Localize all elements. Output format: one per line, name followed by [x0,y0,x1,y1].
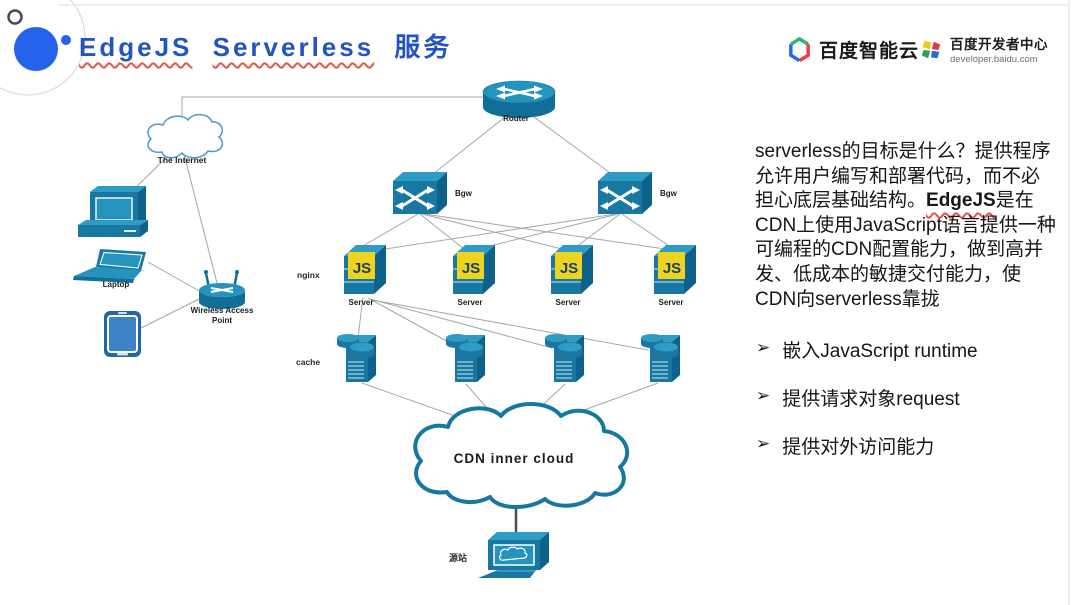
server-label: Server [556,298,581,307]
arrow-bullet-icon: ➢ [756,338,771,357]
js-badge: JS [462,260,480,277]
decorative-ring [7,9,23,25]
paragraph-part2: 是在CDN上使用JavaScript语言提供一种可编程的CDN配置能力，做到高并… [755,190,1056,310]
cache-server-icon [641,334,680,382]
server-label: Server [349,298,374,307]
router-icon: Router [482,80,556,123]
bgw-switch-icon [598,172,652,214]
paragraph-part1: serverless的目标是什么？提供程序允许用户编写和部署代码，而不必担心底层… [755,141,1051,212]
bullet-text: 提供请求对象request [782,389,960,410]
decorative-blue-circle [14,27,58,71]
baidu-dev-brand-url: developer.baidu.com [950,53,1038,65]
js-server-icon: JS Server [551,245,593,307]
server-label: Server [659,298,684,307]
baidu-cloud-logo-icon [789,36,810,63]
cache-server-icon [545,334,584,382]
bgw-right-label: Bgw [660,189,678,198]
baidu-dev-logo-icon [921,40,941,59]
tablet-icon [104,311,141,357]
arrow-bullet-icon: ➢ [756,434,771,453]
router-label: Router [503,114,529,123]
page-title: EdgeJS Serverless 服务 [79,27,452,64]
origin-screen-cloud-icon [498,546,528,561]
js-server-icon: JS Server [344,245,386,307]
wap-label-line1: Wireless Access [191,306,254,315]
baidu-cloud-brand: 百度智能云 [787,36,919,63]
cdn-cloud: CDN inner cloud [413,402,630,509]
paragraph-edgejs: EdgeJS [926,190,996,212]
nginx-layer-label: nginx [297,270,320,280]
bullet-text: 提供对外访问能力 [782,437,935,458]
title-bullet-dot [61,35,71,45]
decorative-arc [0,0,86,96]
bullet-item: ➢ 嵌入JavaScript runtime [756,336,978,363]
origin-server-icon [478,532,549,578]
js-server-icon: JS Server [654,245,696,307]
js-badge: JS [663,260,681,277]
bullet-item: ➢ 提供请求对象request [756,384,960,411]
origin-label: 源站 [449,552,467,563]
title-word-cn: 服务 [394,32,453,62]
wap-label-line2: Point [212,316,232,325]
cdn-cloud-label: CDN inner cloud [454,451,575,466]
arrow-bullet-icon: ➢ [756,386,771,405]
server-label: Server [458,298,483,307]
js-server-icon: JS Server [453,245,495,307]
laptop-label: Laptop [103,280,130,289]
cache-server-icon [446,334,485,382]
baidu-dev-brand: 百度开发者中心 developer.baidu.com [919,37,1048,65]
laptop-icon [73,249,146,283]
connection-lines [129,96,676,433]
title-word-serverless: Serverless [212,32,375,62]
internet-label: The Internet [158,155,207,165]
wireless-access-point-icon: Wireless Access Point [191,270,254,325]
title-word-edgejs: EdgeJS [79,32,193,62]
bullet-item: ➢ 提供对外访问能力 [756,432,934,459]
desktop-computer-icon [78,186,148,237]
cache-layer-label: cache [296,357,320,367]
description-paragraph: serverless的目标是什么？提供程序允许用户编写和部署代码，而不必担心底层… [755,140,1057,312]
bullet-text: 嵌入JavaScript runtime [782,341,978,362]
js-badge: JS [353,260,371,277]
js-badge: JS [560,260,578,277]
bgw-left-label: Bgw [455,189,473,198]
bgw-switch-icon [393,172,447,214]
cache-server-icon [337,334,376,382]
internet-cloud: The Internet [147,113,224,165]
baidu-cloud-brand-label: 百度智能云 [819,41,920,62]
router-arrows-icon [503,87,536,98]
baidu-dev-brand-label: 百度开发者中心 [950,37,1048,52]
